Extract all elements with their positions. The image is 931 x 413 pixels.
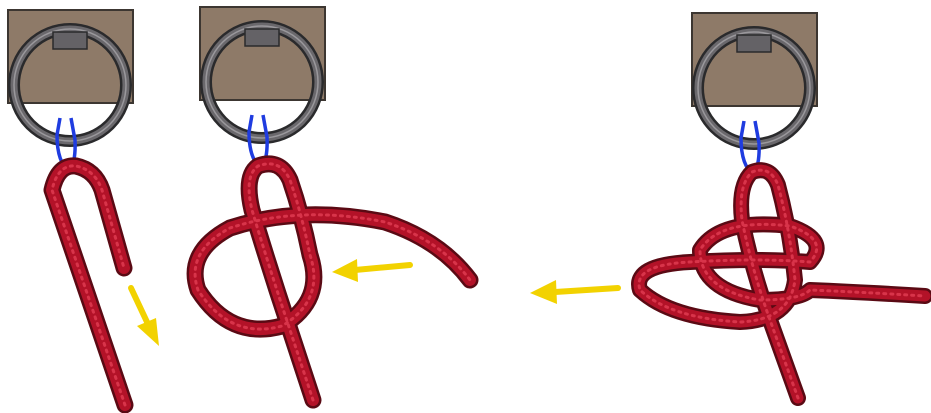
step-2 bbox=[186, 7, 479, 409]
rope-step-3 bbox=[631, 162, 931, 406]
left-arrow-icon bbox=[332, 259, 413, 282]
down-arrow-icon bbox=[128, 285, 159, 346]
step-1 bbox=[8, 10, 159, 413]
rope-step-2 bbox=[186, 155, 479, 409]
transition-arrow-icon bbox=[530, 280, 621, 304]
step-3 bbox=[631, 13, 931, 406]
rope-step-1 bbox=[43, 157, 134, 413]
